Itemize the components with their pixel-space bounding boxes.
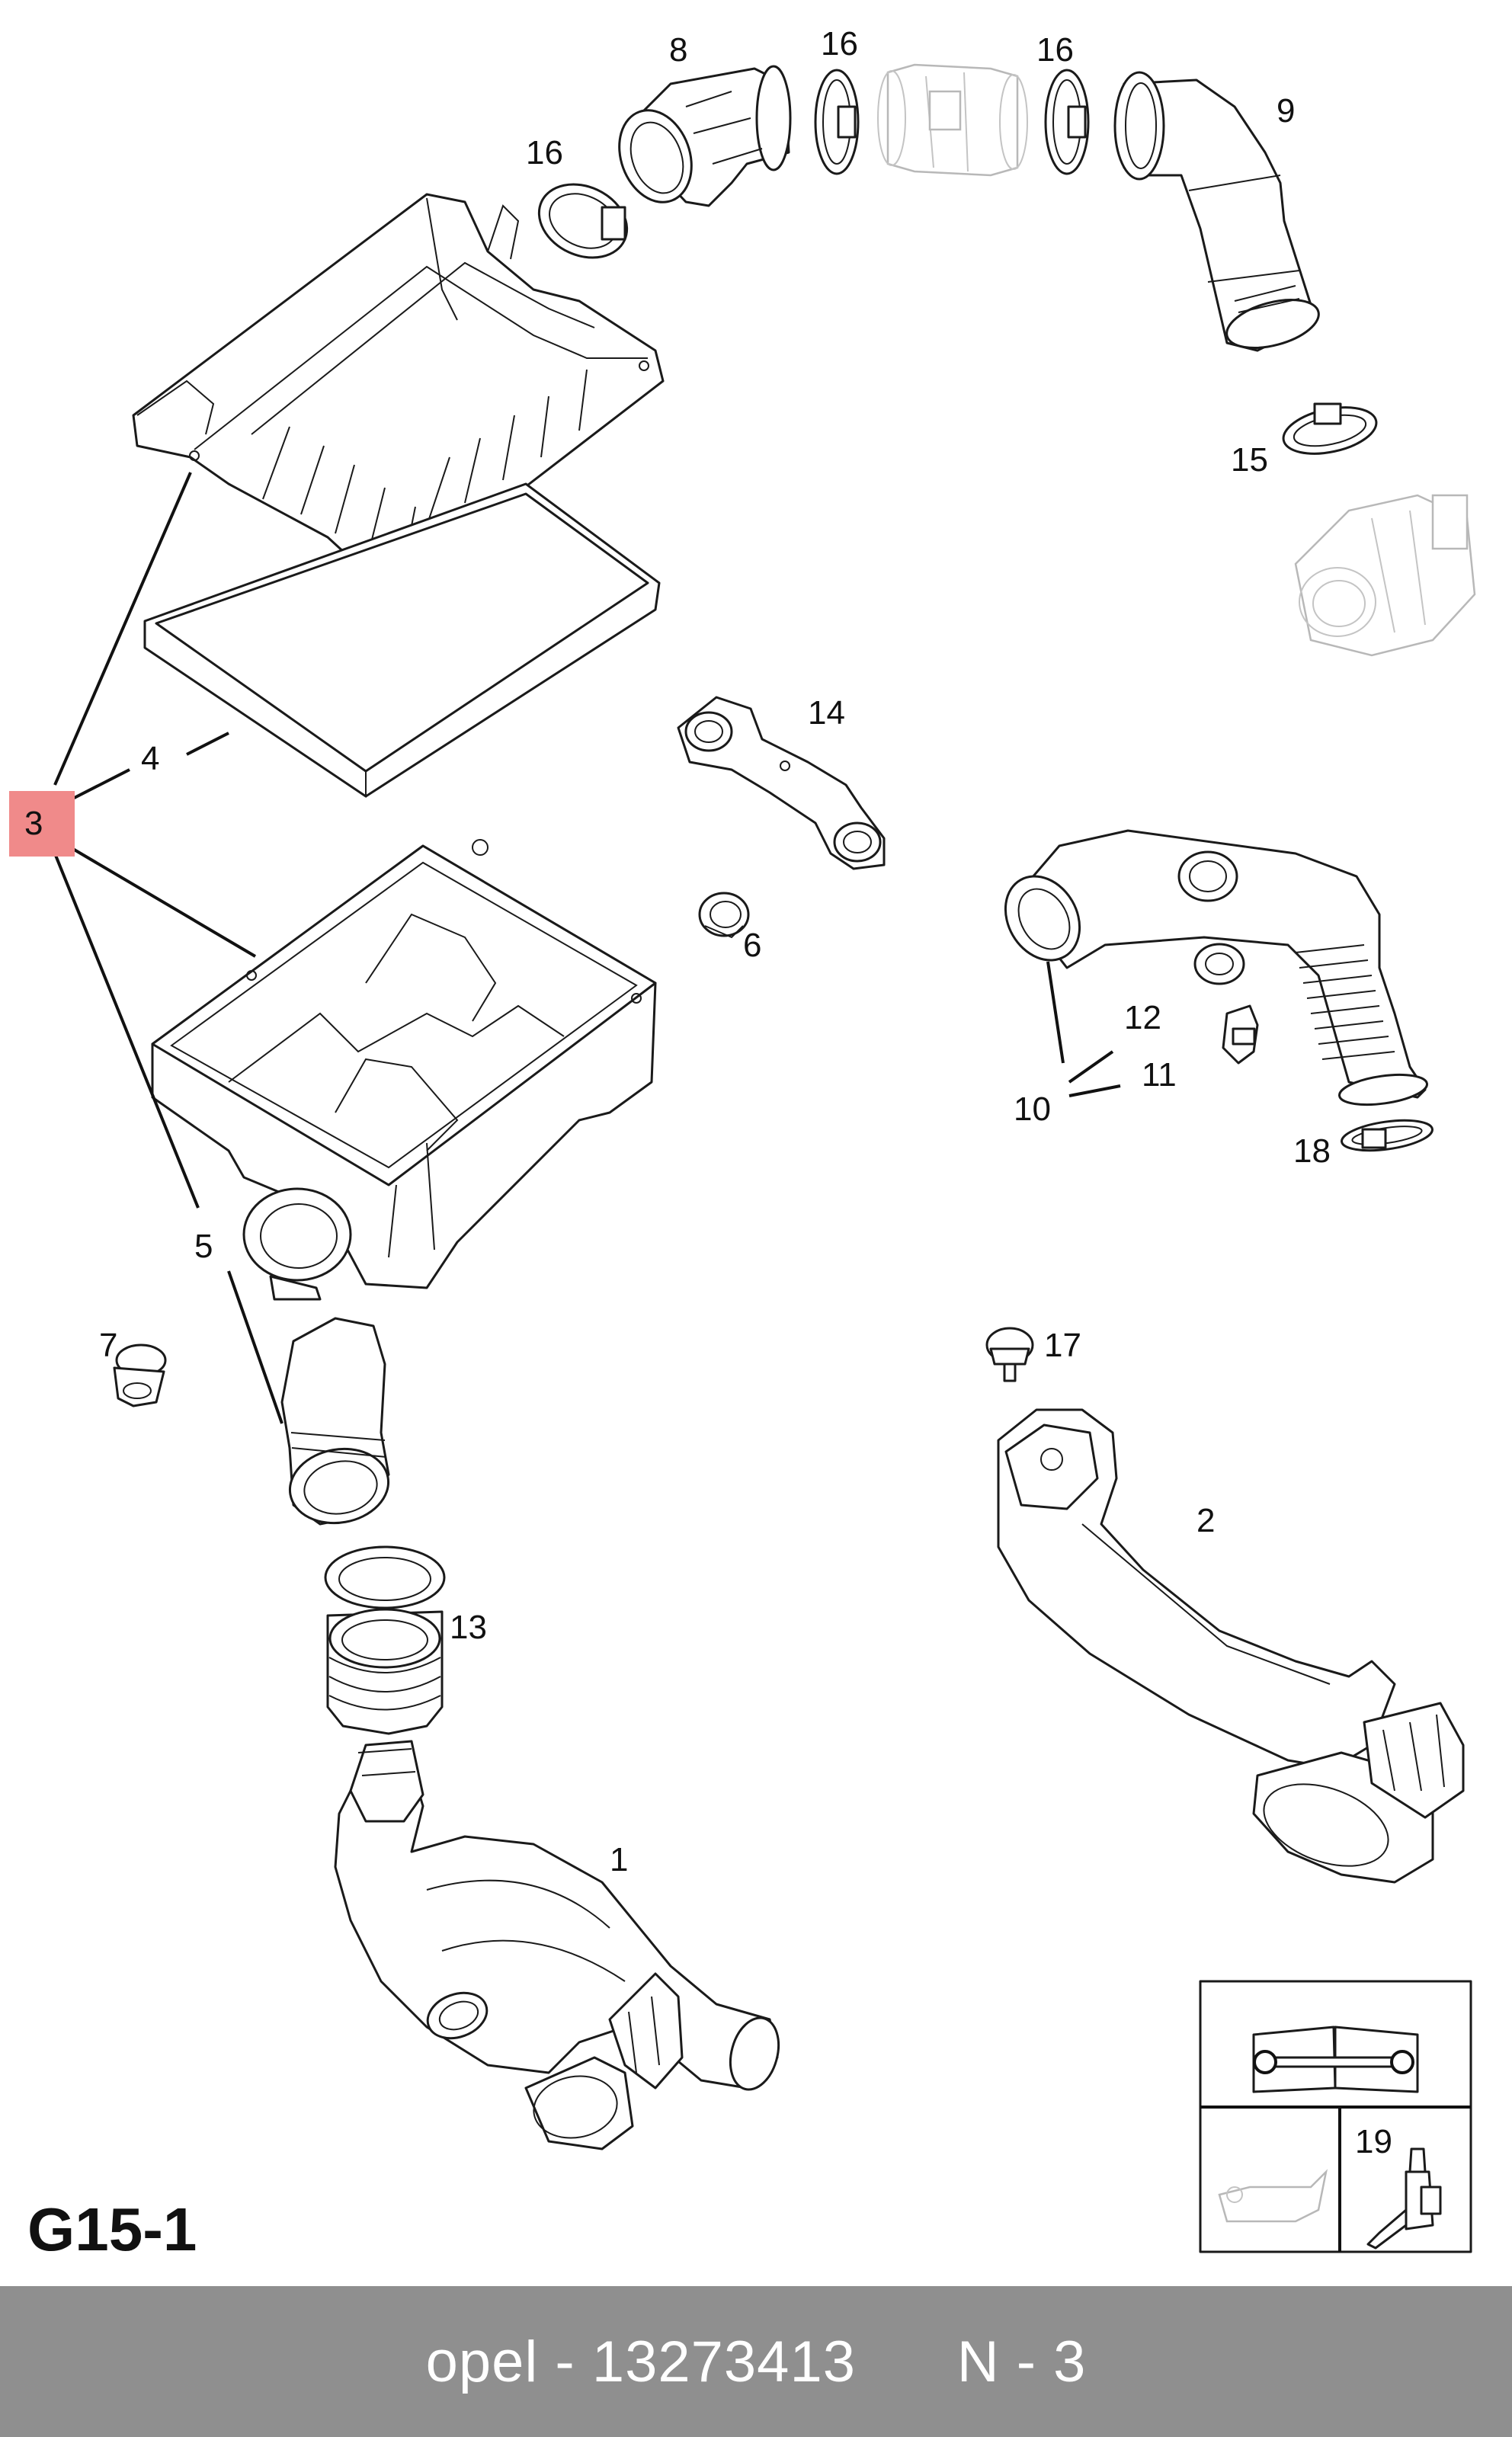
highlight-callout-3 [9,791,75,857]
callout-11: 11 [1142,1056,1177,1094]
callout-8: 8 [669,31,687,69]
leader-lines [53,472,1121,1424]
sealant-bottle-icon [1366,2147,1442,2250]
callout-14: 14 [808,694,845,732]
throttle-body-reference [1294,494,1476,657]
callout-4: 4 [141,740,159,777]
air-filter-housing-body [151,839,657,1301]
intake-short-hose [280,1317,390,1526]
mounting-bolt [985,1327,1034,1382]
intake-sensor [1222,1004,1259,1065]
footer-separator: - [538,2329,592,2394]
footer-note: N - 3 [956,2329,1087,2394]
callout-16b: 16 [821,25,858,62]
callout-16c: 16 [1036,31,1074,69]
air-filter-element [143,482,661,798]
service-manual-wrench-icon [1252,2025,1419,2093]
mounting-bracket [677,696,886,870]
hose-clamp-15 [1282,402,1378,455]
callout-10: 10 [1014,1090,1051,1128]
lower-intake-duct [997,1408,1465,1884]
callout-18: 18 [1293,1132,1331,1170]
callout-7: 7 [99,1327,117,1364]
figure-label: G15-1 [27,2195,197,2263]
legend-box [1199,1980,1472,2253]
footer-brand: opel [425,2329,539,2394]
corrugated-coupling [324,1545,446,1735]
callout-labels: 1 2 3 4 5 6 7 8 9 10 11 12 13 14 15 16 1… [24,25,1392,2160]
footer-part-number: 13273413 [591,2329,856,2394]
footer-gap [856,2329,957,2395]
rubber-grommet-7 [113,1343,167,1407]
resonator-air-duct [1004,829,1428,1106]
callout-6: 6 [743,927,761,964]
air-intake-exploded-diagram: 1 2 3 4 5 6 7 8 9 10 11 12 13 14 15 16 1… [9,25,1476,2253]
resonator-assembly [334,1740,780,2150]
callout-5: 5 [194,1228,213,1265]
callout-12: 12 [1124,999,1161,1036]
callout-3: 3 [24,805,43,842]
hose-clamp-cover [537,183,629,259]
hose-clamp-18 [1341,1119,1434,1152]
callout-17: 17 [1044,1327,1081,1364]
oil-can-icon [1218,2169,1328,2223]
callout-16a: 16 [526,134,563,171]
callout-13: 13 [450,1609,487,1646]
callout-19: 19 [1355,2123,1392,2160]
footer-bar: opel - 13273413 N - 3 [0,2286,1512,2437]
callout-2: 2 [1196,1502,1215,1539]
callout-15: 15 [1231,441,1268,479]
hose-clamp-right [1044,69,1090,175]
outlet-air-hose [1113,71,1320,352]
rubber-grommet-6 [698,892,750,939]
mass-airflow-sensor-reference [877,63,1028,177]
callout-9: 9 [1277,92,1295,130]
intake-elbow-hose [618,65,792,207]
callout-1: 1 [610,1841,628,1878]
rubber-grommet-12 [1193,943,1245,985]
hose-clamp-left [814,69,860,175]
